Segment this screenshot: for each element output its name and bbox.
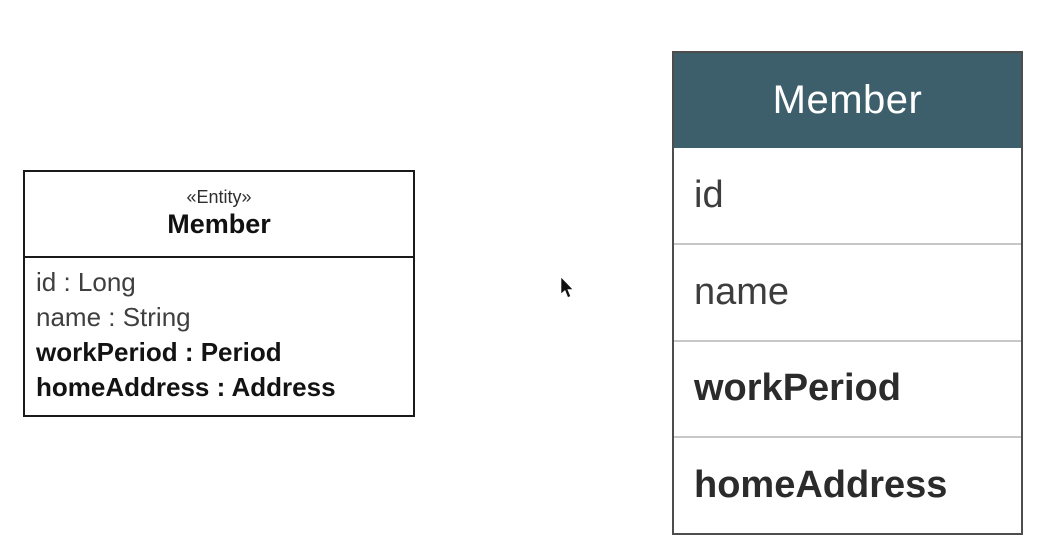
db-column-homeaddress: homeAddress [674,436,1021,533]
uml-class-box: «Entity» Member id : Long name : String … [23,170,415,417]
db-column-id: id [694,173,724,216]
uml-class-name: Member [167,209,271,240]
uml-class-header: «Entity» Member [25,172,413,258]
uml-attribute-id: id : Long [36,267,136,297]
uml-attribute-name: name : String [36,302,191,332]
db-column-workperiod: workPeriod [674,339,1021,437]
db-column-name: name [674,242,1021,340]
mouse-cursor-icon [560,277,574,298]
uml-attribute-section: id : Long name : String workPeriod : Per… [25,258,413,405]
db-table-header: Member [674,53,1021,148]
uml-stereotype: «Entity» [186,187,252,208]
db-table: Member id name workPeriod homeAddress [672,51,1023,535]
uml-attribute-workperiod: workPeriod : Period [36,337,282,367]
uml-attribute-homeaddress: homeAddress : Address [36,372,336,402]
